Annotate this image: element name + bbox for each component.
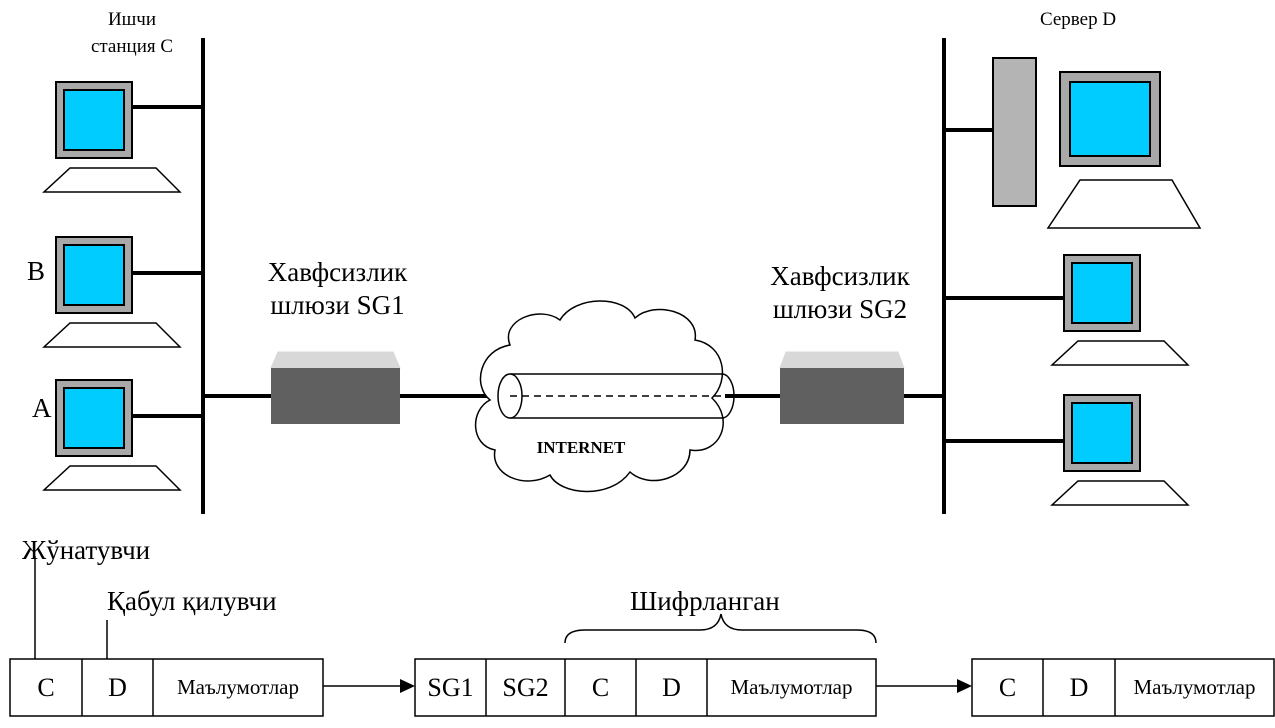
internet-label: INTERNET: [537, 438, 626, 457]
encrypted-brace: [564, 613, 877, 644]
packet3-sender-cell: C: [998, 672, 1017, 702]
host-a-label: A: [32, 393, 52, 423]
gateway1-label: Хавфсизлик шлюзи SG1: [267, 257, 408, 320]
packet-3: [971, 658, 1275, 717]
right-computer-2: [1051, 394, 1189, 506]
host-b-label: B: [27, 256, 46, 286]
packet3-receiver-cell: D: [1069, 672, 1089, 702]
packet1-data-cell: Маълумотлар: [176, 675, 300, 699]
right-computer-1: [1051, 254, 1189, 366]
gateway2-label: Хавфсизлик шлюзи SG2: [770, 261, 910, 324]
vpn-tunnel: [497, 373, 735, 419]
packet-2: [414, 658, 877, 717]
gateway-sg2-device: [779, 351, 905, 424]
packet1-receiver-cell: D: [108, 672, 127, 702]
server-tower: [992, 57, 1037, 207]
packet3-data-cell: Маълумотлар: [1133, 675, 1256, 699]
arrow-2: [957, 679, 972, 693]
workstation-label: Ишчи станция С: [90, 9, 174, 57]
packet2-sender-cell: C: [591, 672, 610, 702]
gateway-sg1-device: [270, 351, 401, 424]
packet2-sg1-cell: SG1: [427, 672, 474, 702]
packet-1: [9, 658, 324, 717]
arrow-1: [400, 679, 415, 693]
packet2-receiver-cell: D: [662, 672, 681, 702]
packet2-sg2-cell: SG2: [502, 672, 549, 702]
server-d-computer: [1047, 71, 1201, 229]
packet1-sender-cell: C: [37, 672, 55, 702]
workstation-c-computer: [43, 81, 181, 193]
host-b-computer: [43, 236, 181, 348]
receiver-label: Қабул қилувчи: [107, 586, 277, 616]
sender-label: Жўнатувчи: [22, 535, 151, 565]
host-a-computer: [43, 379, 181, 491]
server-label: Сервер D: [1039, 9, 1117, 30]
encrypted-label: Шифрланган: [630, 586, 780, 616]
packet2-data-cell: Маълумотлар: [730, 675, 853, 699]
